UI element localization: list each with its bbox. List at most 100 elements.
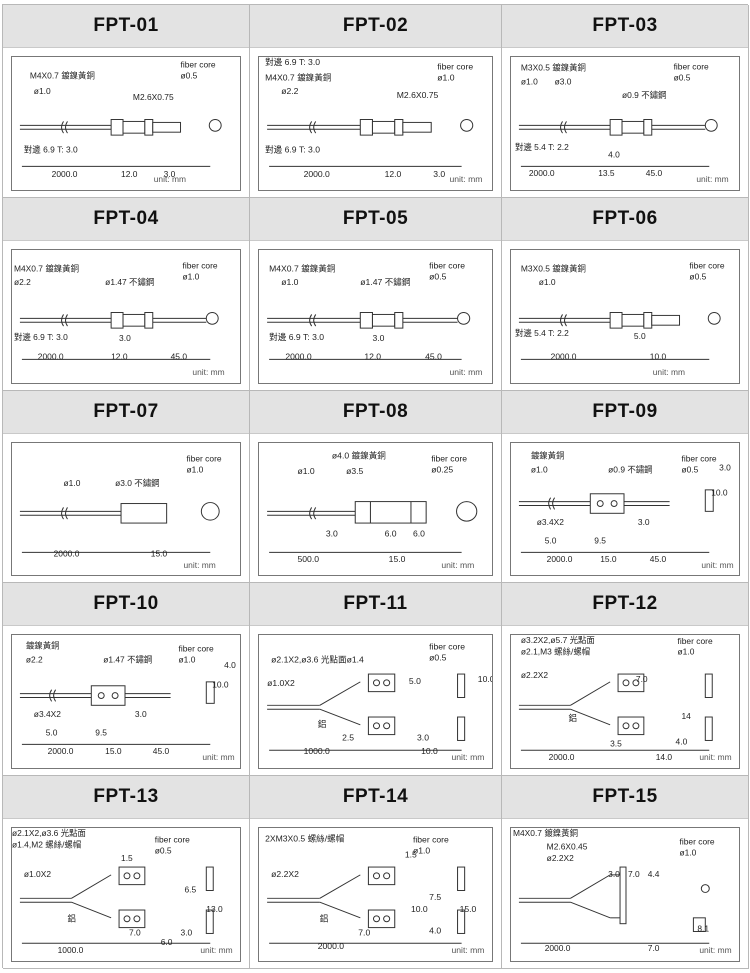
side-view-top (457, 673, 466, 699)
mount-block (118, 866, 146, 886)
side-view-bottom (704, 716, 713, 742)
spec-label: M3X0.5 鍍鎳黃銅 (521, 263, 586, 273)
dimension-value: 2000.0 (529, 168, 555, 178)
spec-label: ø2.2 (14, 277, 31, 287)
dimension-value: 5.0 (46, 728, 58, 738)
dimension-value: 3.0 (638, 517, 650, 527)
dimension-value: 3.0 (181, 928, 193, 938)
fiber-core-heading: fiber core (413, 835, 449, 845)
spec-label: M2.6X0.75 (397, 90, 439, 100)
product-title: FPT-07 (3, 390, 249, 434)
dimension-value: 2000.0 (547, 554, 573, 564)
dimension-value: 15.0 (600, 554, 617, 564)
spec-label: ø3.5 (346, 466, 364, 476)
spec-label: 鋁 (68, 914, 76, 924)
spec-label: ø1.0 (531, 464, 548, 474)
hex-nut (110, 119, 124, 136)
part-drawing (267, 673, 466, 752)
spec-label: ø2.2X2 (521, 670, 549, 680)
hex-nut (643, 119, 653, 136)
dimension-value: 3.0 (417, 733, 429, 743)
spec-label: ø1.0 (183, 271, 200, 281)
dimension-value: 3.0 (608, 869, 620, 879)
spec-label: 2XM3X0.5 螺絲/螺帽 (265, 834, 344, 844)
screw-hole (111, 692, 119, 700)
dimension-value: 4.0 (608, 150, 620, 160)
product-title: FPT-01 (3, 5, 249, 48)
fiber-core-circle (208, 119, 222, 132)
dimension-value: 15.0 (389, 554, 406, 564)
spec-label: 鍍鎳黃銅 (531, 450, 565, 460)
spec-label: ø1.0 (680, 848, 697, 858)
screw-hole (383, 915, 391, 923)
mount-block (90, 685, 126, 707)
dimension-value: 3.0 (719, 462, 731, 472)
dimension-value: 2000.0 (549, 752, 575, 762)
fiber-core-heading: fiber core (429, 642, 465, 652)
dimension-value: 5.0 (409, 676, 421, 686)
mount-block (367, 866, 396, 886)
spec-label: 鋁 (320, 914, 329, 924)
dimension-value: 6.5 (184, 885, 196, 895)
spec-label: ø0.5 (429, 271, 447, 281)
spec-label: M2.6X0.45 (547, 842, 588, 852)
spec-label: ø1.0 (186, 464, 203, 474)
fiber-core-heading: fiber core (183, 260, 218, 270)
spec-label: ø1.0X2 (267, 678, 295, 688)
mount-block (617, 716, 645, 736)
dimension-value: 14.0 (656, 752, 673, 762)
dimension-value: 2.5 (342, 733, 354, 743)
screw-hole (123, 915, 131, 923)
threaded-body (621, 313, 645, 327)
dimension-value: 3.0 (326, 528, 338, 538)
screw-hole (383, 872, 391, 880)
dimension-value: 2000.0 (54, 548, 80, 558)
spec-label: M4X0.7 鍍鎳黃銅 (513, 828, 578, 838)
part-drawing (19, 866, 214, 944)
dimension-value: 8.1 (697, 924, 709, 934)
spec-label: M2.6X0.75 (133, 92, 174, 102)
spec-label: ø1.0 (539, 277, 556, 287)
spec-label: ø1.47 不鏽鋼 (105, 277, 154, 287)
spec-label: ø1.0 (521, 76, 538, 86)
spec-label: 對邊 6.9 T: 3.0 (24, 145, 78, 155)
side-view-top (205, 866, 214, 892)
spec-label: ø3.4X2 (537, 517, 565, 527)
hex-nut (110, 311, 124, 329)
break-mark (309, 313, 317, 327)
break-mark (61, 313, 68, 327)
break-mark (548, 497, 556, 510)
part-drawing (19, 119, 222, 167)
unit-label: unit: mm (699, 752, 731, 762)
screw-hole (372, 679, 381, 687)
spec-label: ø0.25 (431, 464, 453, 474)
spec-label: ø1.0 (281, 277, 299, 287)
fiber-branch (71, 874, 112, 919)
spec-label: ø2.1X2,ø3.6 光點面ø1.4 (271, 655, 364, 665)
technical-drawing: ø2.1X2,ø3.6 光點面ø1.4,M2 螺絲/螺帽ø1.0X2鋁ø0.5f… (12, 828, 233, 955)
fiber-branch (319, 681, 361, 726)
spec-label: ø1.0 (64, 478, 81, 488)
screw-hole (133, 872, 141, 880)
dimension-value: 13.5 (598, 168, 615, 178)
dimension-value: 3.0 (135, 709, 147, 719)
product-title: FPT-13 (3, 776, 249, 820)
unit-label: unit: mm (202, 752, 234, 762)
product-title: FPT-08 (250, 390, 501, 434)
dimension-value: 2000.0 (318, 941, 345, 951)
dimension-value: 4.4 (648, 869, 660, 879)
